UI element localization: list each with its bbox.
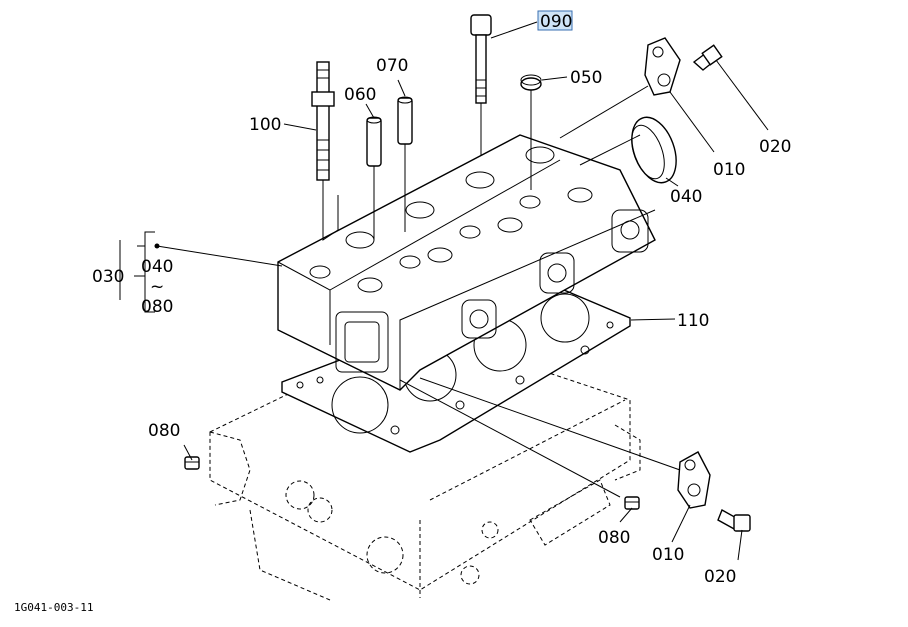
label-100[interactable]: 100 [249, 115, 281, 135]
label-tilde: ~ [150, 277, 164, 297]
plug-040[interactable] [624, 111, 685, 189]
label-020-bottom[interactable]: 020 [704, 567, 736, 587]
label-040-group[interactable]: 040 [141, 257, 173, 277]
label-090[interactable]: 090 [540, 12, 572, 32]
leader-lines [119, 21, 769, 561]
plug-080-right[interactable] [624, 496, 640, 510]
label-040-right[interactable]: 040 [670, 187, 702, 207]
label-080-left[interactable]: 080 [148, 421, 180, 441]
head-bolt-100[interactable] [311, 61, 339, 241]
label-070[interactable]: 070 [376, 56, 408, 76]
label-080-right[interactable]: 080 [598, 528, 630, 548]
head-bolt-090[interactable] [470, 14, 492, 155]
label-030[interactable]: 030 [92, 267, 124, 287]
label-020-top[interactable]: 020 [759, 137, 791, 157]
drawing-code: 1G041-003-11 [14, 601, 93, 614]
seal-050[interactable] [520, 74, 542, 190]
hanger-010-bottom[interactable] [677, 451, 711, 509]
part-labels: 090 050 070 060 100 020 010 040 030 040 … [14, 10, 791, 614]
selected-part-highlight [537, 10, 573, 31]
label-050[interactable]: 050 [570, 68, 602, 88]
head-ports [309, 146, 593, 293]
group-bracket [134, 231, 160, 313]
bolt-020-top[interactable] [692, 44, 723, 71]
cylinder-head[interactable] [277, 134, 656, 391]
valve-guide-070[interactable] [397, 96, 413, 232]
exhaust-ports [335, 209, 649, 373]
label-110[interactable]: 110 [677, 311, 709, 331]
label-010-bottom[interactable]: 010 [652, 545, 684, 565]
plug-080-left[interactable] [184, 456, 200, 470]
label-010-top[interactable]: 010 [713, 160, 745, 180]
label-080-group[interactable]: 080 [141, 297, 173, 317]
hanger-010-top[interactable] [644, 37, 681, 96]
label-060[interactable]: 060 [344, 85, 376, 105]
bolt-020-bottom[interactable] [717, 509, 751, 532]
